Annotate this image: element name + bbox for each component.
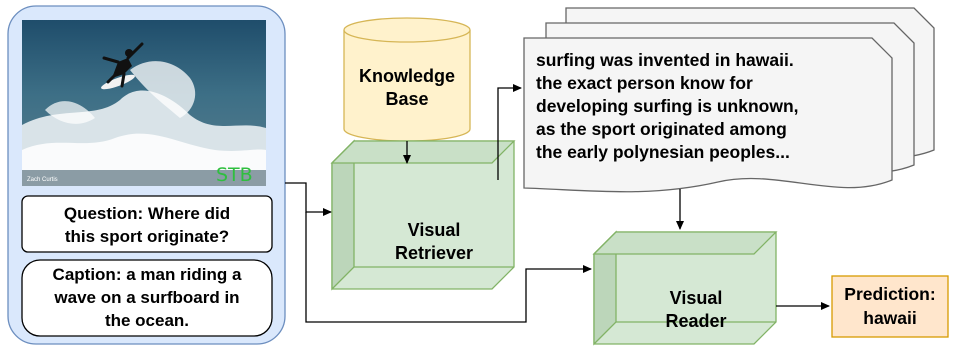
reader-label-1: Visual xyxy=(670,288,723,308)
arrow-retriever-to-documents xyxy=(497,84,522,180)
document-line-5: the early polynesian peoples... xyxy=(536,142,790,162)
surfing-photo xyxy=(22,20,266,186)
reader-top-face xyxy=(592,231,778,255)
retriever-label-1: Visual xyxy=(408,220,461,240)
prediction-label: Prediction: xyxy=(844,284,935,304)
prediction-box xyxy=(831,275,949,338)
photo-watermark: STB xyxy=(216,164,253,186)
caption-line-1: Caption: a man riding a xyxy=(53,265,242,284)
question-line-1: Question: Where did xyxy=(64,204,230,223)
retriever-label-2: Retriever xyxy=(395,243,473,263)
document-line-1: surfing was invented in hawaii. xyxy=(536,50,794,70)
visual-reader: Visual Reader xyxy=(592,230,778,346)
caption-box xyxy=(21,259,273,337)
visual-retriever: Visual Retriever xyxy=(330,139,516,291)
retriever-top-face xyxy=(330,140,516,164)
question-line-2: this sport originate? xyxy=(65,227,229,246)
document-line-3: developing surfing is unknown, xyxy=(536,96,799,116)
arrow-input-to-retriever xyxy=(285,182,332,216)
input-panel: Zach Curtis STB Question: Where did this… xyxy=(7,5,286,345)
caption-line-3: the ocean. xyxy=(105,311,189,330)
caption-line-2: wave on a surfboard in xyxy=(53,288,239,307)
knowledge-base-label-1: Knowledge xyxy=(359,66,455,86)
knowledge-base: Knowledge Base xyxy=(343,17,471,142)
arrow-input-to-reader xyxy=(305,212,592,323)
document-line-2: the exact person know for xyxy=(536,73,753,93)
reader-label-2: Reader xyxy=(665,311,726,331)
prediction-value: hawaii xyxy=(863,308,917,328)
prediction: Prediction: hawaii xyxy=(831,275,949,338)
document-front xyxy=(523,37,893,193)
connectors xyxy=(285,84,830,323)
knowledge-base-top xyxy=(343,17,471,43)
knowledge-base-label-2: Base xyxy=(385,89,428,109)
surfer-figure xyxy=(101,42,144,90)
question-box xyxy=(21,195,273,253)
retrieved-documents: surfing was invented in hawaii. the exac… xyxy=(523,7,935,193)
document-line-4: as the sport originated among xyxy=(536,119,787,139)
photo-credit: Zach Curtis xyxy=(27,177,58,183)
